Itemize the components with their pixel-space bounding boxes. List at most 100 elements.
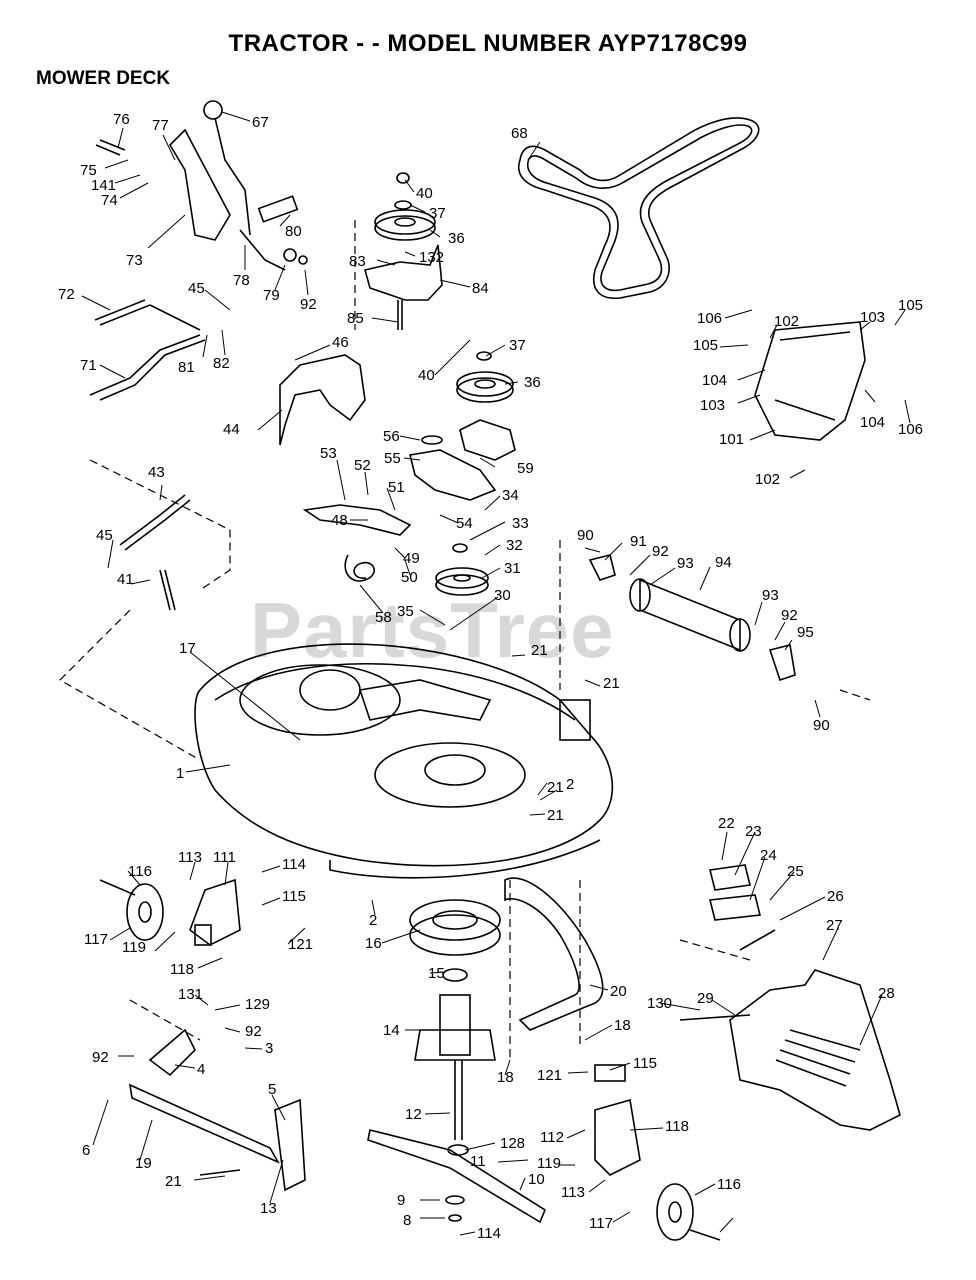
- part-number-label: 116: [128, 863, 152, 880]
- part-number-label: 1: [176, 765, 184, 782]
- part-number-label: 141: [91, 177, 116, 194]
- part-number-label: 40: [416, 185, 433, 202]
- part-number-label: 51: [388, 479, 405, 496]
- mower-deck: [194, 643, 614, 867]
- part-number-label: 21: [547, 779, 564, 796]
- part-number-label: 116: [717, 1176, 741, 1193]
- part-number-label: 52: [354, 457, 371, 474]
- part-number-label: 73: [126, 252, 143, 269]
- part-number-label: 114: [477, 1225, 501, 1242]
- part-number-label: 32: [506, 537, 523, 554]
- part-number-label: 119: [122, 939, 146, 956]
- part-number-label: 41: [117, 571, 134, 588]
- part-number-label: 29: [697, 990, 714, 1007]
- part-number-label: 95: [797, 624, 814, 641]
- part-number-label: 111: [213, 849, 236, 866]
- part-number-label: 75: [80, 162, 97, 179]
- part-number-label: 37: [509, 337, 526, 354]
- part-number-label: 82: [213, 355, 230, 372]
- part-number-label: 43: [148, 464, 165, 481]
- part-number-label: 106: [697, 310, 722, 327]
- part-number-label: 112: [540, 1129, 564, 1146]
- part-number-label: 115: [633, 1055, 657, 1072]
- part-number-label: 33: [512, 515, 529, 532]
- part-number-label: 83: [349, 253, 366, 270]
- part-number-label: 46: [332, 334, 349, 351]
- part-number-label: 19: [135, 1155, 152, 1172]
- part-number-label: 92: [92, 1049, 109, 1066]
- part-number-label: 68: [511, 125, 528, 142]
- part-number-label: 27: [826, 917, 843, 934]
- part-number-label: 118: [665, 1118, 689, 1135]
- part-number-label: 105: [693, 337, 718, 354]
- part-number-label: 104: [860, 414, 885, 431]
- part-number-label: 91: [630, 533, 647, 550]
- part-number-label: 85: [347, 310, 364, 327]
- part-number-label: 114: [282, 856, 306, 873]
- part-number-label: 34: [502, 487, 519, 504]
- part-number-label: 93: [762, 587, 779, 604]
- part-number-label: 80: [285, 223, 302, 240]
- part-number-label: 18: [497, 1069, 514, 1086]
- part-number-label: 102: [774, 313, 799, 330]
- part-number-label: 54: [456, 515, 473, 532]
- part-number-label: 78: [233, 272, 250, 289]
- part-number-label: 17: [179, 640, 196, 657]
- part-number-label: 37: [429, 205, 446, 222]
- part-number-label: 72: [58, 286, 75, 303]
- part-number-label: 44: [223, 421, 240, 438]
- part-number-label: 36: [524, 374, 541, 391]
- part-number-label: 13: [260, 1200, 277, 1217]
- part-number-label: 104: [702, 372, 727, 389]
- part-number-label: 74: [101, 192, 118, 209]
- part-number-label: 24: [760, 847, 777, 864]
- part-number-label: 103: [860, 309, 885, 326]
- part-number-label: 92: [781, 607, 798, 624]
- part-number-label: 55: [384, 450, 401, 467]
- part-number-label: 84: [472, 280, 489, 297]
- part-number-label: 132: [419, 249, 444, 266]
- part-number-label: 8: [403, 1212, 411, 1229]
- part-number-label: 12: [405, 1106, 422, 1123]
- part-number-label: 119: [537, 1155, 561, 1172]
- part-number-label: 2: [369, 912, 377, 929]
- part-number-label: 2: [566, 776, 574, 793]
- part-number-label: 3: [265, 1040, 273, 1057]
- part-number-label: 45: [188, 280, 205, 297]
- part-number-label: 26: [827, 888, 844, 905]
- part-number-label: 31: [504, 560, 521, 577]
- part-number-label: 71: [80, 357, 97, 374]
- part-number-label: 115: [282, 888, 306, 905]
- part-number-label: 77: [152, 117, 169, 134]
- section-title: MOWER DECK: [36, 68, 171, 89]
- part-number-label: 81: [178, 359, 195, 376]
- part-number-label: 6: [82, 1142, 90, 1159]
- drive-belt: [518, 117, 760, 299]
- part-number-label: 79: [263, 287, 280, 304]
- part-number-label: 92: [652, 543, 669, 560]
- part-number-label: 59: [517, 460, 534, 477]
- part-number-label: 18: [614, 1017, 631, 1034]
- part-number-label: 121: [288, 936, 313, 953]
- part-number-label: 11: [470, 1153, 486, 1170]
- part-number-label: 121: [537, 1067, 562, 1084]
- part-number-label: 93: [677, 555, 694, 572]
- page-title: TRACTOR - - MODEL NUMBER AYP7178C99: [228, 30, 748, 57]
- part-number-label: 10: [528, 1171, 545, 1188]
- part-number-label: 90: [813, 717, 830, 734]
- part-number-label: 20: [610, 983, 627, 1000]
- part-number-label: 21: [531, 642, 548, 659]
- part-number-label: 21: [165, 1173, 182, 1190]
- part-number-label: 23: [745, 823, 762, 840]
- part-number-label: 117: [84, 931, 108, 948]
- part-number-label: 90: [577, 527, 594, 544]
- part-number-label: 21: [603, 675, 620, 692]
- part-number-label: 49: [403, 550, 420, 567]
- part-number-label: 67: [252, 114, 269, 131]
- part-number-label: 16: [365, 935, 382, 952]
- part-number-label: 131: [178, 986, 203, 1003]
- part-number-label: 15: [428, 965, 445, 982]
